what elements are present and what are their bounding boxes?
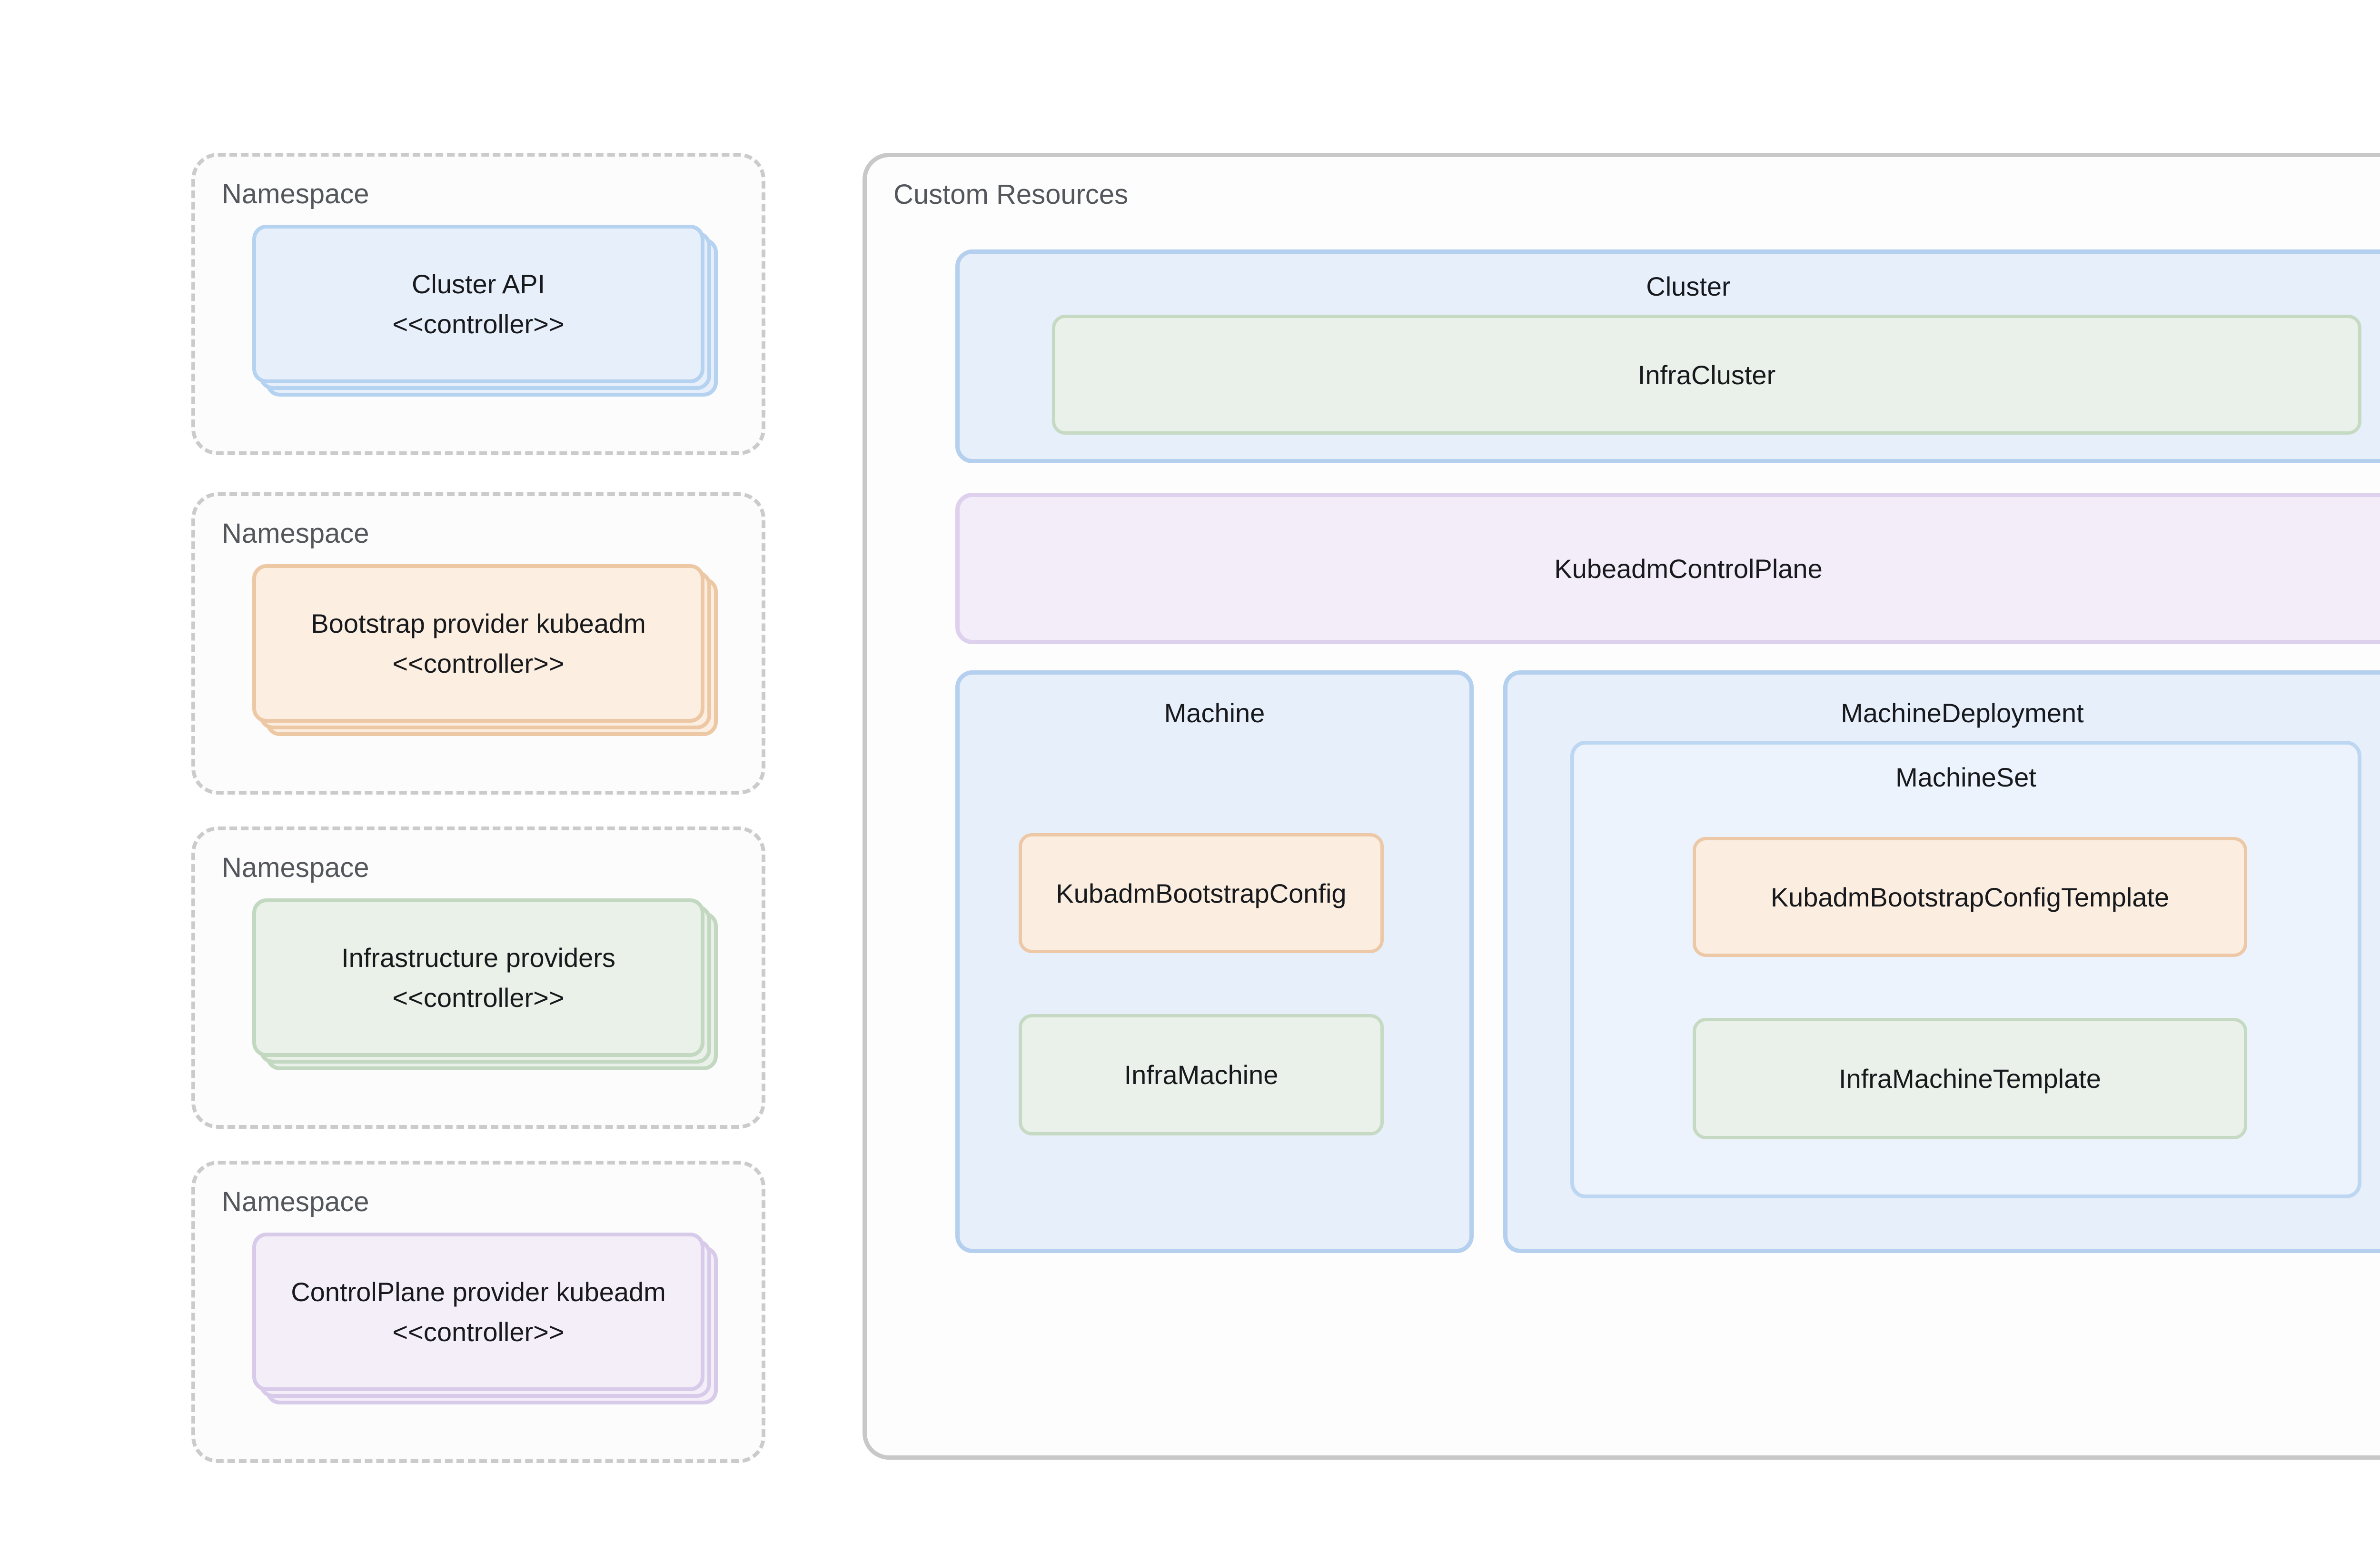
infra-machine-label: InfraMachine [1124,1060,1279,1090]
machine-box: Machine KubadmBootstrapConfig InfraMachi… [955,670,1474,1253]
custom-resources-label: Custom Resources [893,179,1129,210]
namespace-label: Namespace [222,518,369,549]
namespace-box-cluster-api: Namespace Cluster API <<controller>> [191,153,765,455]
infra-machine-template-label: InfraMachineTemplate [1839,1064,2101,1094]
controlplane-provider-controller-card: ControlPlane provider kubeadm <<controll… [252,1233,704,1391]
infracluster-box: InfraCluster [1052,315,2361,435]
machine-set-box: MachineSet KubadmBootstrapConfigTemplate… [1570,741,2361,1198]
kubeadm-control-plane-box: KubeadmControlPlane [955,493,2380,644]
cluster-api-controller-card: Cluster API <<controller>> [252,225,704,383]
namespace-box-bootstrap-provider: Namespace Bootstrap provider kubeadm <<c… [191,492,765,795]
machine-deployment-box: MachineDeployment MachineSet KubadmBoots… [1503,670,2380,1253]
bootstrap-provider-controller-card: Bootstrap provider kubeadm <<controller>… [252,564,704,723]
namespace-label: Namespace [222,1186,369,1217]
infra-machine-template-box: InfraMachineTemplate [1693,1018,2247,1139]
infracluster-box-label: InfraCluster [1637,359,1776,390]
controller-card-title: ControlPlane provider kubeadm [291,1276,666,1307]
controller-card-subtitle: <<controller>> [392,309,565,339]
kubadm-bootstrap-config-label: KubadmBootstrapConfig [1056,878,1347,908]
controlplane-provider-controller-card-stack: ControlPlane provider kubeadm <<controll… [252,1233,718,1404]
namespace-box-controlplane-provider: Namespace ControlPlane provider kubeadm … [191,1161,765,1463]
bootstrap-provider-controller-card-stack: Bootstrap provider kubeadm <<controller>… [252,564,718,736]
kubadm-bootstrap-config-template-box: KubadmBootstrapConfigTemplate [1693,837,2247,957]
kubeadm-control-plane-label: KubeadmControlPlane [1554,553,1823,584]
infrastructure-providers-controller-card: Infrastructure providers <<controller>> [252,898,704,1057]
machine-deployment-box-title: MachineDeployment [1841,698,2084,728]
kubadm-bootstrap-config-template-label: KubadmBootstrapConfigTemplate [1770,882,2170,912]
controller-card-title: Infrastructure providers [341,942,615,973]
namespace-box-infrastructure-providers: Namespace Infrastructure providers <<con… [191,826,765,1129]
cluster-api-controller-card-stack: Cluster API <<controller>> [252,225,718,397]
custom-resources-panel: Custom Resources Cluster InfraCluster Ku… [863,153,2380,1460]
machine-set-box-title: MachineSet [1895,762,2036,792]
controller-card-title: Cluster API [411,269,545,299]
kubadm-bootstrap-config-box: KubadmBootstrapConfig [1019,833,1384,953]
cluster-box-title: Cluster [1646,271,1731,301]
infrastructure-providers-controller-card-stack: Infrastructure providers <<controller>> [252,898,718,1070]
controller-card-subtitle: <<controller>> [392,982,565,1013]
cluster-box: Cluster InfraCluster [955,249,2380,463]
machine-box-title: Machine [1164,698,1265,728]
controller-card-title: Bootstrap provider kubeadm [311,608,646,638]
infra-machine-box: InfraMachine [1019,1014,1384,1135]
controller-card-subtitle: <<controller>> [392,1316,565,1347]
namespace-label: Namespace [222,179,369,209]
controller-card-subtitle: <<controller>> [392,648,565,678]
namespace-label: Namespace [222,852,369,883]
